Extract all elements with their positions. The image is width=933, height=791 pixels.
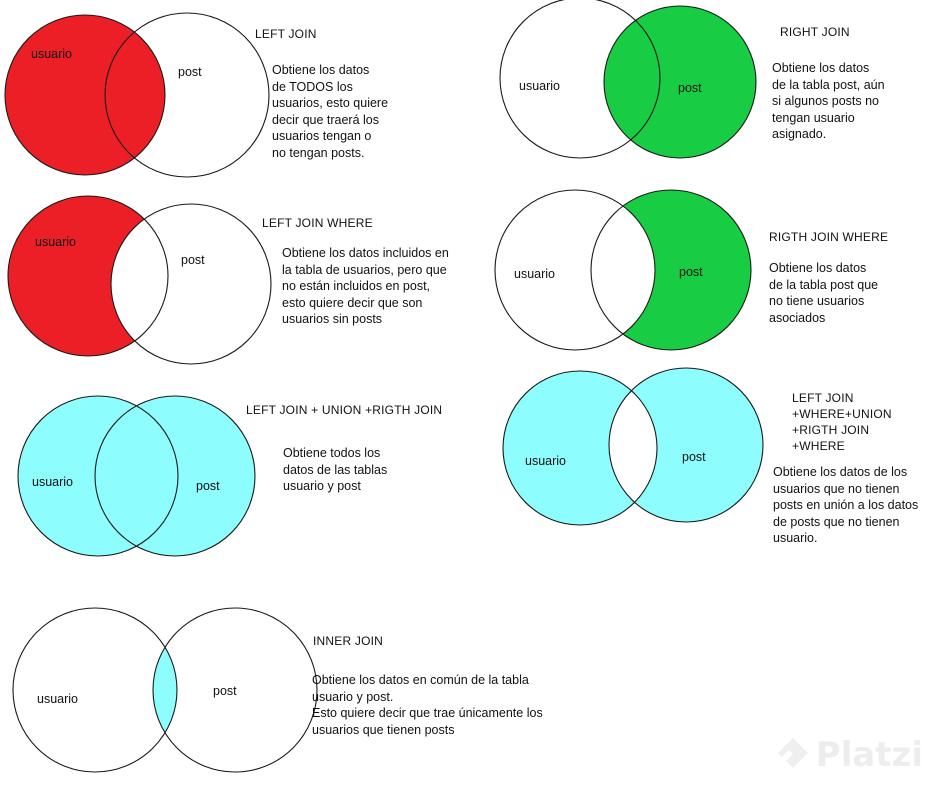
inner-join-venn: usuario post [12,607,318,773]
left-join-where-title: LEFT JOIN WHERE [262,216,373,230]
inner-join-usuario-label: usuario [37,692,78,706]
full-join-usuario-label: usuario [32,475,73,489]
inner-join-title: INNER JOIN [313,634,384,648]
left-join-where-left-only-region [8,196,168,356]
full-join-where-post-circle [608,367,764,523]
left-join-usuario-label: usuario [31,47,72,61]
right-join-usuario-circle [499,0,661,159]
full-join-where-usuario-circle [502,370,658,526]
left-join-left-region [5,15,165,175]
inner-join-description: Obtiene los datos en común de la tabla u… [312,673,543,737]
inner-join-usuario-circle [12,607,178,773]
right-join-where-usuario-label: usuario [514,267,555,281]
full-join-right-region [95,396,255,556]
inner-join-post-circle [152,607,318,773]
platzi-watermark: Platzi [776,735,923,775]
left-join-where-post-label: post [181,253,205,267]
left-join-venn: usuario post [4,12,270,178]
inner-join-post-label: post [213,684,237,698]
full-join-where-right-only-region [609,368,763,522]
full-join-where-venn: usuario post [502,367,764,526]
full-join-where-post-label: post [682,450,706,464]
right-join-where-post-label: post [679,265,703,279]
full-join-where-description: Obtiene los datos de los usuarios que no… [773,465,919,545]
right-join-where-venn: usuario post [494,189,752,351]
right-join-usuario-label: usuario [519,79,560,93]
full-join-post-label: post [196,479,220,493]
full-join-title: LEFT JOIN + UNION +RIGTH JOIN [246,403,443,417]
right-join-title: RIGHT JOIN [780,25,850,39]
full-join-description: Obtiene todos los datos de las tablas us… [283,446,388,493]
left-join-description: Obtiene los datos de TODOS los usuarios,… [272,63,389,160]
full-join-venn: usuario post [17,395,256,557]
full-join-post-circle [94,395,256,557]
left-join-where-usuario-circle [7,195,169,357]
left-join-where-venn: usuario post [7,195,272,365]
right-join-post-label: post [678,81,702,95]
left-join-title: LEFT JOIN [255,27,317,41]
platzi-logo-icon [777,738,808,768]
right-join-where-description: Obtiene los datos de la tabla post que n… [769,261,879,325]
left-join-post-circle [104,12,270,178]
right-join-where-usuario-circle [494,189,656,351]
full-join-where-title: LEFT JOIN +WHERE+UNION +RIGTH JOIN +WHER… [792,391,892,453]
right-join-where-right-only-region [591,190,751,350]
right-join-where-post-circle [590,189,752,351]
right-join-description: Obtiene los datos de la tabla post, aún … [772,61,885,141]
right-join-post-circle [603,5,757,159]
left-join-post-label: post [178,65,202,79]
full-join-usuario-circle [17,395,179,557]
right-join-venn: usuario post [499,0,757,159]
right-join-right-region [604,6,756,158]
left-join-where-post-circle [110,203,272,365]
right-join-where-title: RIGTH JOIN WHERE [769,230,889,244]
full-join-where-usuario-label: usuario [525,454,566,468]
left-join-where-usuario-label: usuario [35,235,76,249]
left-join-usuario-circle [4,14,166,176]
watermark-text: Platzi [815,735,923,775]
left-join-where-description: Obtiene los datos incluidos en la tabla … [282,246,449,326]
